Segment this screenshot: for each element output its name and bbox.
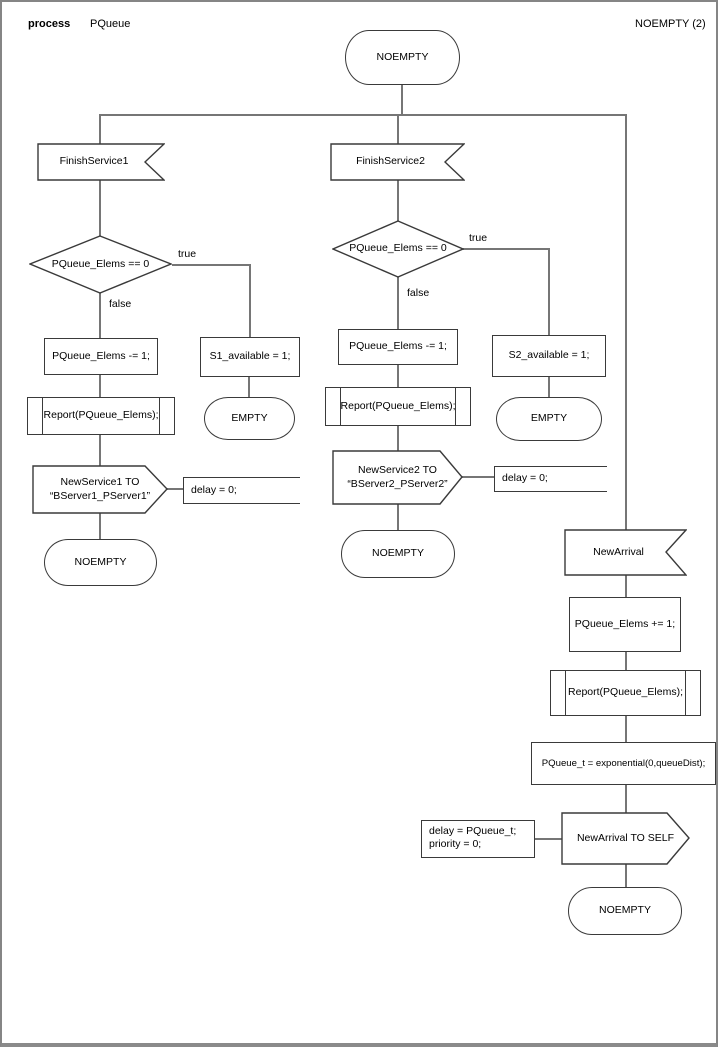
output-label-line2: “BServer2_PServer2” <box>347 477 448 490</box>
task-label: S2_available = 1; <box>508 349 590 362</box>
connector <box>249 264 251 338</box>
comment-text: delay = 0; <box>191 483 237 496</box>
decision-middle[interactable]: PQueue_Elems == 0 <box>332 220 464 278</box>
output-newservice2[interactable]: NewService2 TO “BServer2_PServer2” <box>332 450 463 505</box>
connector <box>397 504 399 530</box>
process-name: PQueue <box>90 18 131 30</box>
connector <box>397 180 399 221</box>
input-label: NewArrival <box>593 545 644 558</box>
output-newservice1[interactable]: NewService1 TO “BServer1_PServer1” <box>32 465 168 514</box>
connector <box>397 277 399 329</box>
connector <box>99 513 101 539</box>
connector <box>99 434 101 466</box>
task-pqueue-t[interactable]: PQueue_t = exponential(0,queueDist); <box>531 742 716 785</box>
task-label: PQueue_Elems -= 1; <box>349 340 447 353</box>
connector <box>172 264 250 266</box>
state-noempty-top[interactable]: NOEMPTY <box>345 30 460 85</box>
input-finishservice2[interactable]: FinishService2 <box>330 143 465 181</box>
connector <box>401 85 403 115</box>
decision-label: PQueue_Elems == 0 <box>51 257 150 270</box>
branch-true-label: true <box>469 232 488 244</box>
connector <box>625 575 627 597</box>
connector <box>99 293 101 339</box>
comment-text: delay = 0; <box>502 472 548 485</box>
task-decrement-middle[interactable]: PQueue_Elems -= 1; <box>338 329 458 365</box>
state-label: NOEMPTY <box>599 904 651 917</box>
task-increment-right[interactable]: PQueue_Elems += 1; <box>569 597 681 652</box>
output-label-line1: NewService2 TO <box>358 464 437 477</box>
connector <box>463 248 549 250</box>
branch-true-label: true <box>178 248 197 260</box>
connector <box>397 114 399 144</box>
comment-delay-left[interactable]: delay = 0; <box>183 477 300 504</box>
state-label: NOEMPTY <box>376 50 429 63</box>
procedure-label: Report(PQueue_Elems); <box>43 409 159 422</box>
input-finishservice1[interactable]: FinishService1 <box>37 143 165 181</box>
connector <box>397 364 399 387</box>
decision-left[interactable]: PQueue_Elems == 0 <box>29 235 172 294</box>
process-keyword: process <box>28 18 71 30</box>
branch-false-label: false <box>109 298 132 310</box>
branch-false-label: false <box>407 287 430 299</box>
procedure-report-middle[interactable]: Report(PQueue_Elems); <box>325 387 471 426</box>
connector <box>461 476 494 478</box>
output-label-line1: NewService1 TO <box>60 476 140 489</box>
procedure-label: Report(PQueue_Elems); <box>340 399 456 412</box>
state-label: EMPTY <box>231 411 268 424</box>
input-newarrival[interactable]: NewArrival <box>564 529 687 576</box>
output-newarrival-to-self[interactable]: NewArrival TO SELF <box>561 812 690 865</box>
input-label: FinishService1 <box>59 155 129 168</box>
task-decrement-left[interactable]: PQueue_Elems -= 1; <box>44 338 158 375</box>
connector <box>548 248 550 335</box>
connector <box>534 838 562 840</box>
state-label: EMPTY <box>530 412 568 425</box>
state-empty-left[interactable]: EMPTY <box>204 397 295 440</box>
connector <box>625 114 627 530</box>
task-label: S1_available = 1; <box>209 350 291 363</box>
connector <box>99 375 101 398</box>
task-label: PQueue_Elems -= 1; <box>52 349 150 362</box>
procedure-label: Report(PQueue_Elems); <box>568 686 683 699</box>
state-label: NOEMPTY <box>372 547 424 560</box>
output-label-line2: “BServer1_PServer1” <box>49 489 151 502</box>
connector <box>625 715 627 742</box>
connector <box>166 488 183 490</box>
procedure-report-left[interactable]: Report(PQueue_Elems); <box>27 397 175 435</box>
input-label: FinishService2 <box>356 155 425 168</box>
task-s1-available[interactable]: S1_available = 1; <box>200 337 300 377</box>
state-label: NOEMPTY <box>74 555 127 568</box>
connector <box>99 180 101 236</box>
decision-label: PQueue_Elems == 0 <box>349 242 447 255</box>
task-label: PQueue_t = exponential(0,queueDist); <box>541 757 706 769</box>
output-label: NewArrival TO SELF <box>576 831 675 844</box>
task-label: PQueue_Elems += 1; <box>574 617 676 630</box>
comment-delay-middle[interactable]: delay = 0; <box>494 466 607 492</box>
comment-delay-priority[interactable]: delay = PQueue_t; priority = 0; <box>421 820 535 858</box>
comment-line2: priority = 0; <box>429 838 482 851</box>
comment-line1: delay = PQueue_t; <box>429 825 517 837</box>
state-noempty-middle[interactable]: NOEMPTY <box>341 530 455 578</box>
connector <box>99 114 101 144</box>
state-empty-middle[interactable]: EMPTY <box>496 397 602 441</box>
procedure-report-right[interactable]: Report(PQueue_Elems); <box>550 670 701 716</box>
state-noempty-right[interactable]: NOEMPTY <box>568 887 682 935</box>
connector <box>100 114 627 116</box>
connector <box>625 863 627 887</box>
page-label: NOEMPTY (2) <box>635 18 706 30</box>
connector <box>397 425 399 451</box>
task-s2-available[interactable]: S2_available = 1; <box>492 335 606 377</box>
connector <box>625 651 627 670</box>
connector <box>248 376 250 398</box>
connector <box>548 375 550 397</box>
connector <box>625 784 627 813</box>
state-noempty-left[interactable]: NOEMPTY <box>44 539 157 586</box>
